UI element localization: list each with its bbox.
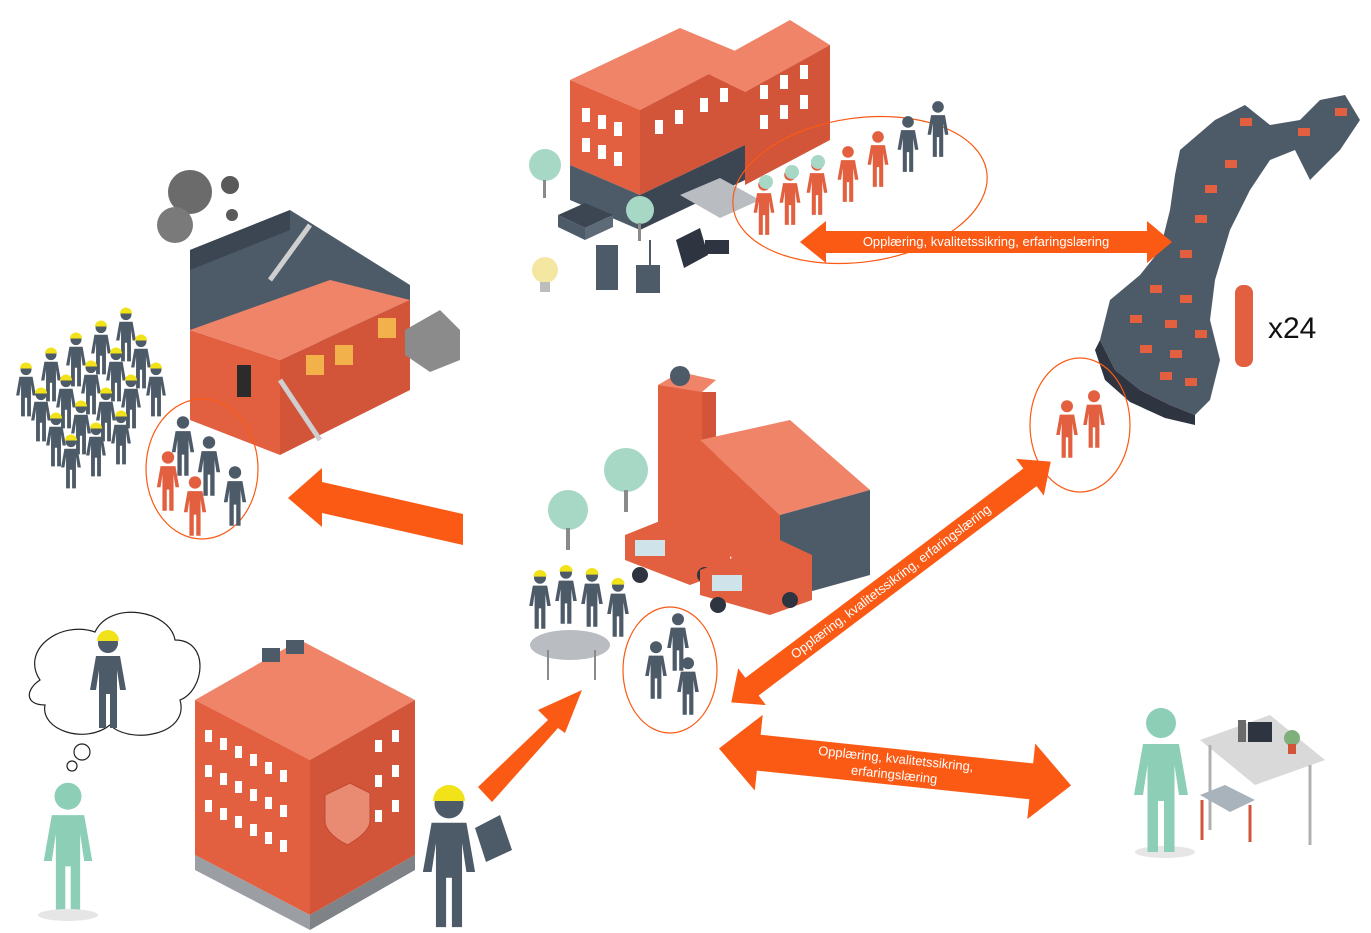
arrow-bottom-double[interactable]	[715, 711, 1075, 824]
arrow-diagonal-double[interactable]	[717, 443, 1064, 720]
thought-bubble-large	[73, 743, 91, 761]
desk-worker	[1134, 708, 1195, 858]
regional-pair-highlight	[1029, 357, 1131, 493]
norway-map	[1095, 95, 1360, 425]
office-desk	[1200, 715, 1325, 845]
arrow-to-training-center[interactable]	[288, 468, 463, 545]
multiplier-person-marker	[1235, 285, 1253, 367]
center-group-highlight	[622, 606, 718, 734]
fire-trucks	[625, 505, 812, 615]
regional-pair	[1056, 390, 1105, 458]
instructor-group-highlight-left	[145, 398, 259, 540]
training-center-building	[157, 170, 460, 455]
fire-station-trees	[548, 448, 648, 550]
office-equipment	[532, 203, 729, 293]
arrow-top-double[interactable]	[800, 221, 1172, 263]
multiplier-label: x24	[1268, 312, 1316, 345]
advisor-person	[38, 782, 98, 921]
arrow-top-label: Opplæring, kvalitetssikring, erfaringslæ…	[863, 234, 1109, 249]
staff-group-highlight-top	[732, 115, 988, 265]
municipal-building	[195, 640, 415, 930]
staff-group-top	[753, 101, 949, 235]
center-group	[645, 613, 699, 715]
meeting-table	[529, 565, 629, 680]
office-trees	[529, 149, 654, 241]
arrow-to-fire-station[interactable]	[478, 690, 582, 802]
firefighter-with-document	[422, 785, 512, 928]
firefighter-crowd	[16, 307, 166, 489]
thought-bubble-small	[66, 760, 78, 772]
